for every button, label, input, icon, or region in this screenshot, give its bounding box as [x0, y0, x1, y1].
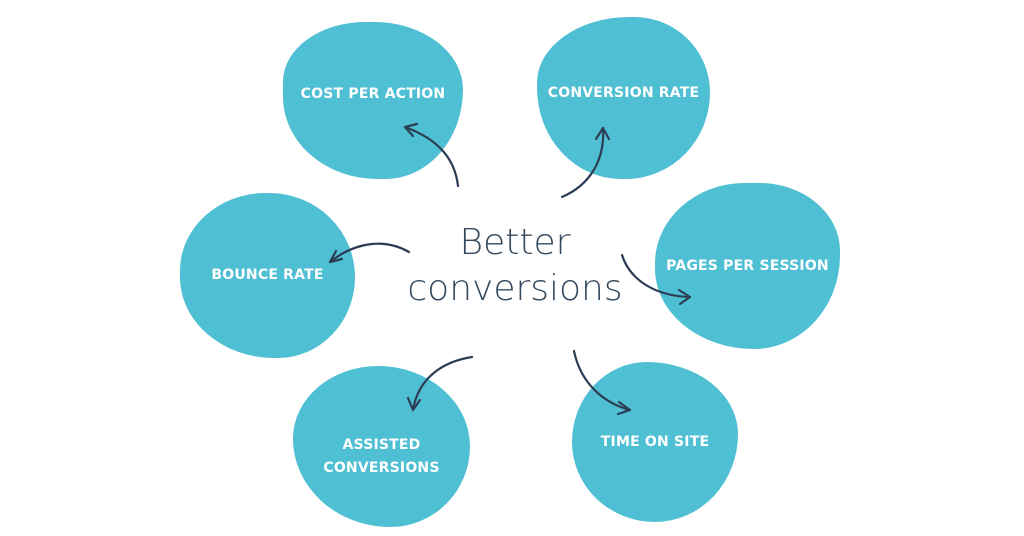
center-label: Better conversions [400, 220, 630, 312]
metric-label: BOUNCE RATE [211, 267, 324, 283]
metric-assisted-conversions: ASSISTED CONVERSIONS [293, 366, 470, 527]
metric-time-on-site: TIME ON SITE [572, 362, 738, 522]
arrow-to-conversion-rate [560, 126, 611, 199]
metric-cost-per-action: COST PER ACTION [283, 22, 463, 179]
center-label-line2: conversions [407, 268, 623, 309]
arrow-to-bounce-rate [328, 242, 411, 264]
metric-conversion-rate: CONVERSION RATE [537, 17, 710, 179]
metric-bounce-rate: BOUNCE RATE [180, 193, 355, 358]
arrow-to-assisted-conversions [406, 355, 474, 412]
metric-label: CONVERSION RATE [547, 84, 700, 101]
arrow-to-pages-per-session [620, 253, 692, 306]
arrow-to-time-on-site [572, 349, 632, 416]
arrow-to-cost-per-action [403, 122, 460, 188]
metric-label: ASSISTED CONVERSIONS [323, 436, 440, 476]
metric-label: COST PER ACTION [300, 86, 446, 102]
metric-pages-per-session: PAGES PER SESSION [655, 183, 840, 349]
center-label-line1: Better [459, 222, 571, 263]
metric-label: PAGES PER SESSION [666, 257, 829, 274]
metric-label: TIME ON SITE [600, 433, 710, 450]
